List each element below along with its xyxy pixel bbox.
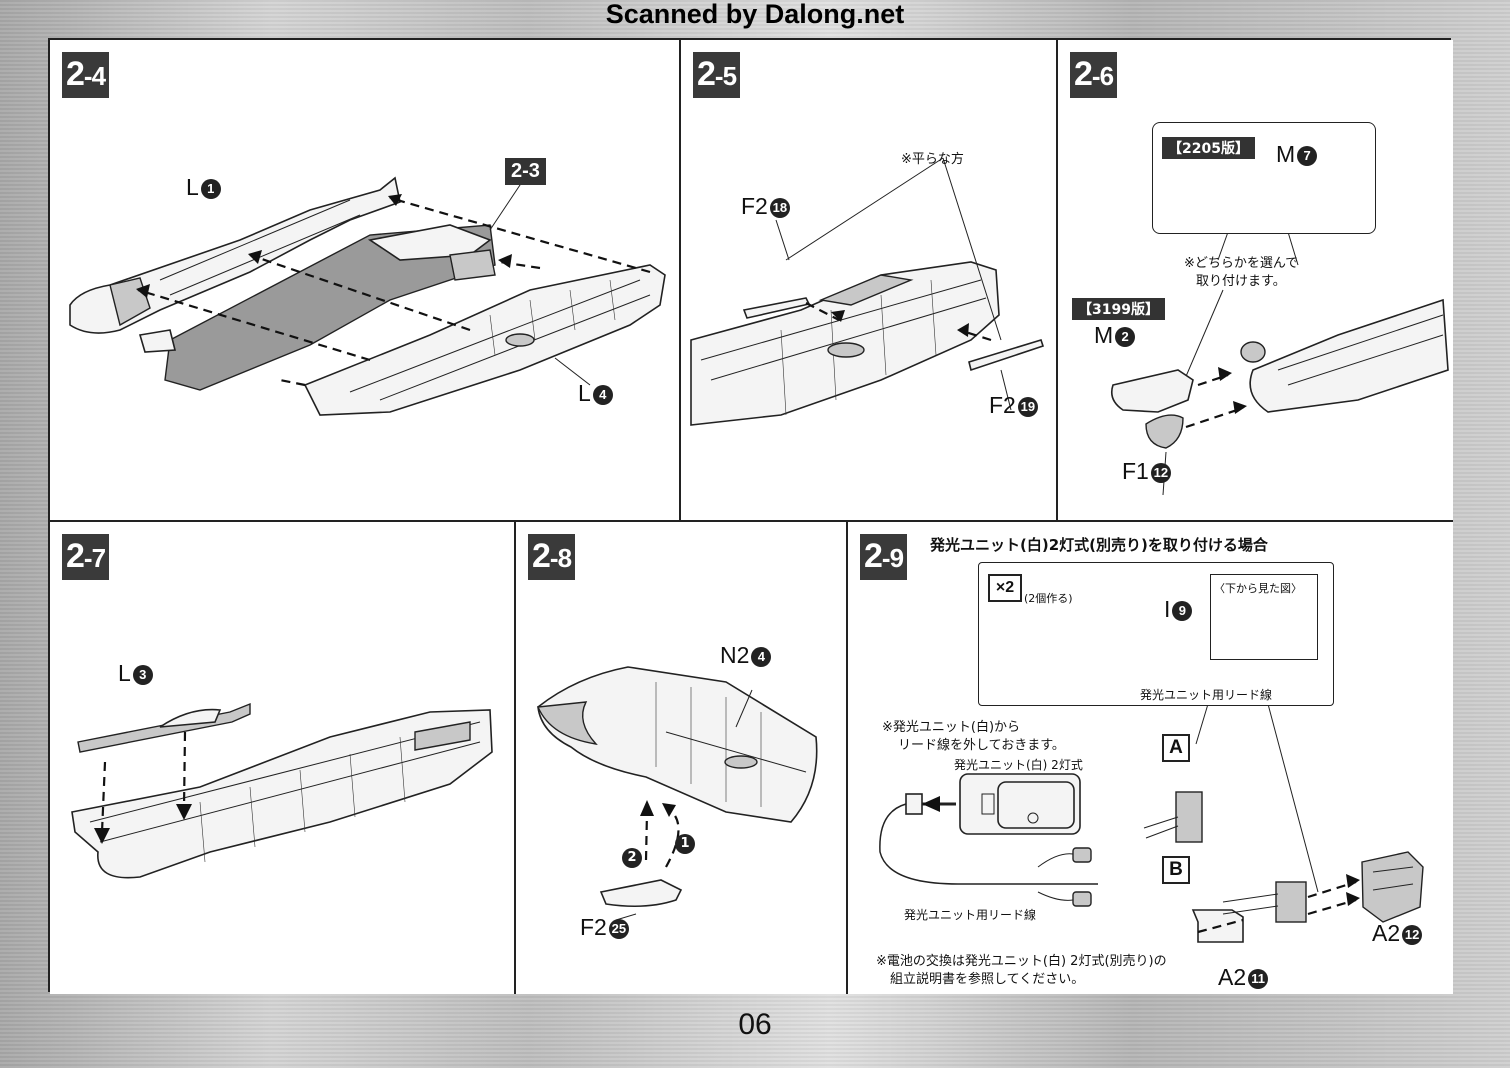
bottom-plate-diagram xyxy=(536,666,818,921)
step-badge-2-4: 2-4 xyxy=(62,52,110,98)
panel-2-9-title: 発光ユニット(白)2灯式(別売り)を取り付ける場合 xyxy=(930,536,1268,554)
quantity-note: (2個作る) xyxy=(1024,592,1073,605)
option-B-label: B xyxy=(1162,856,1190,884)
hull-side-part-diagram xyxy=(690,157,1045,426)
tag-2205-version: 【2205版】 xyxy=(1162,137,1255,159)
step-badge-2-9: 2-9 xyxy=(860,534,908,580)
page-number: 06 xyxy=(738,1008,772,1041)
option-A-label: A xyxy=(1162,734,1190,762)
panel-step-2-4: 2-4 xyxy=(50,40,681,522)
panel-step-2-9: 2-9 発光ユニット(白)2灯式(別売り)を取り付ける場合 ×2 (2個作る) … xyxy=(848,522,1453,994)
battery-note-2: 組立説明書を参照してください。 xyxy=(890,972,1085,987)
bottom-view-box xyxy=(1210,574,1318,660)
note-flat-side: ※平らな方 xyxy=(901,152,964,167)
quantity-x2-badge: ×2 xyxy=(988,574,1022,602)
hull-assembly-diagram xyxy=(69,176,666,416)
tag-3199-version: 【3199版】 xyxy=(1072,298,1165,320)
step-badge-2-8: 2-8 xyxy=(528,534,576,580)
step-badge-2-5: 2-5 xyxy=(693,52,741,98)
note-remove-lead-1: ※発光ユニット(白)から xyxy=(882,720,1021,735)
lead-wire-label-bottom: 発光ユニット用リード線 xyxy=(904,908,1037,922)
step-badge-2-6: 2-6 xyxy=(1070,52,1118,98)
battery-note-1: ※電池の交換は発光ユニット(白) 2灯式(別売り)の xyxy=(876,954,1167,969)
light-unit-label: 発光ユニット(白) 2灯式 xyxy=(954,758,1083,772)
order-marker-2: 2 xyxy=(622,848,642,868)
deck-part-diagram xyxy=(71,702,493,879)
step-badge-2-7: 2-7 xyxy=(62,534,110,580)
note-remove-lead-2: リード線を外しておきます。 xyxy=(898,738,1065,753)
bottom-view-label: 〈下から見た図〉 xyxy=(1214,582,1302,595)
reference-badge-2-3: 2-3 xyxy=(505,158,546,185)
watermark: Scanned by Dalong.net xyxy=(605,0,905,29)
order-marker-1: 1 xyxy=(675,834,695,854)
note-choose-one-line1: ※どちらかを選んで xyxy=(1184,256,1299,271)
instruction-sheet: 2-4 xyxy=(48,38,1453,994)
lead-wire-label-top: 発光ユニット用リード線 xyxy=(1140,688,1273,702)
note-choose-one-line2: 取り付けます。 xyxy=(1196,274,1286,289)
